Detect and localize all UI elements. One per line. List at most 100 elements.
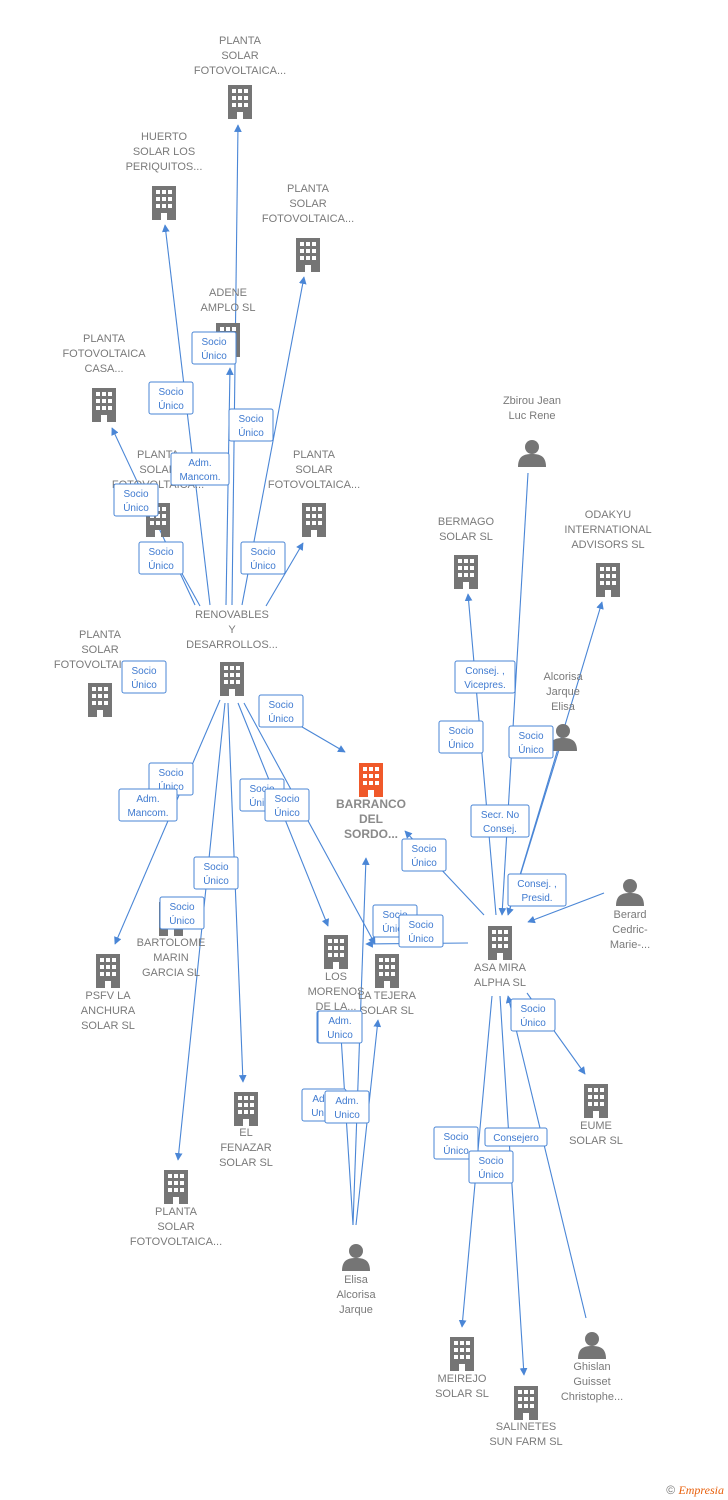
building-icon[interactable] [302,503,326,537]
building-icon[interactable] [92,388,116,422]
person-icon[interactable] [578,1332,606,1359]
building-icon[interactable] [220,662,244,696]
graph-node-ps6[interactable]: PLANTASOLARFOTOVOLTAICA... [130,1170,222,1248]
relation-label-box [398,914,444,948]
relation-label-text: Consej. [483,824,517,835]
person-icon[interactable] [616,879,644,906]
relation-label-text: Socio [203,862,228,873]
relation-label[interactable]: Consej. ,Vicepres. [454,660,516,694]
relationship-edge [505,995,587,1319]
relation-label[interactable]: Adm.Unico [324,1090,370,1124]
relation-label-text: Unico [311,1108,337,1119]
node-label: AMPLO SL [200,302,255,314]
building-icon[interactable] [454,555,478,589]
graph-node-pfc[interactable]: PLANTAFOTOVOLTAICACASA... [62,333,146,422]
building-icon[interactable] [234,1092,258,1126]
node-label: Guisset [573,1376,610,1388]
building-icon[interactable] [152,186,176,220]
empresia-logo[interactable]: Empresia [678,1483,724,1497]
node-label: DE LA... [316,1001,357,1013]
graph-node-renov[interactable]: RENOVABLESYDESARROLLOS... [186,609,278,696]
building-icon[interactable] [488,926,512,960]
relation-label-text: Único [203,874,229,887]
relation-label[interactable]: Consejero [484,1127,548,1147]
graph-node-ps4[interactable]: PLANTASOLARFOTOVOLTAICA... [268,449,360,537]
node-label: FOTOVOLTAICA [62,348,146,360]
building-icon[interactable] [96,954,120,988]
node-label: MORENOS [308,986,365,998]
building-icon[interactable] [324,935,348,969]
building-icon[interactable] [88,683,112,717]
relationship-edge [243,702,376,945]
graph-node-ghislan[interactable]: GhislanGuissetChristophe... [561,1332,623,1403]
relation-label-box [468,1150,514,1184]
relation-label[interactable]: Adm.Mancom. [170,452,230,486]
graph-node-barranco[interactable]: BARRANCODELSORDO... [336,763,406,841]
relation-label-text: Socio [250,547,275,558]
building-icon[interactable] [375,954,399,988]
node-label: SOLAR SL [569,1135,623,1147]
building-icon[interactable] [164,1170,188,1204]
building-icon[interactable] [596,563,620,597]
graph-node-berard[interactable]: BerardCedric-Marie-... [610,879,650,951]
building-icon[interactable] [296,238,320,272]
relation-label[interactable]: Consej. ,Presid. [507,873,567,907]
focus-building-icon[interactable] [359,763,383,797]
relation-label-text: Único [268,712,294,725]
building-icon[interactable] [584,1084,608,1118]
relation-label-text: Socio [169,902,194,913]
graph-node-ps2[interactable]: PLANTASOLARFOTOVOLTAICA... [262,183,354,272]
building-icon[interactable] [228,85,252,119]
relation-label[interactable]: Adm.Mancom. [118,788,178,822]
relation-label-box [159,896,205,930]
graph-node-ps1[interactable]: PLANTASOLARFOTOVOLTAICA... [194,35,286,119]
building-icon[interactable] [514,1386,538,1420]
person-icon[interactable] [342,1244,370,1271]
relationship-edge [114,699,221,945]
relation-label-box [191,331,237,365]
node-label: Alcorisa [336,1289,376,1301]
person-icon[interactable] [518,440,546,467]
relation-label[interactable]: Adm.Unico [317,1010,363,1044]
relation-label-text: Unico [327,1030,353,1041]
building-icon[interactable] [450,1337,474,1371]
relationship-edge [265,542,304,607]
relation-label-text: Unico [334,1110,360,1121]
